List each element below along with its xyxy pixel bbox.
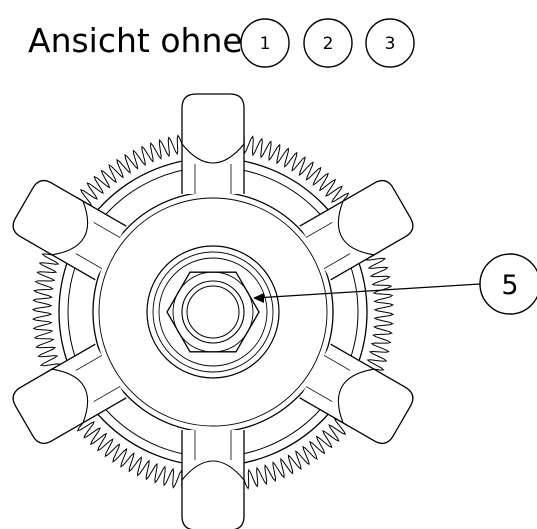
roller-face-arc — [337, 368, 375, 424]
thread-outer-circle — [181, 280, 245, 344]
flange-step-ring — [67, 166, 359, 458]
nut-washer-face — [172, 271, 254, 353]
hub-flange — [58, 157, 368, 467]
center-hub — [146, 245, 280, 379]
view-balloon-2-label: 2 — [323, 34, 334, 54]
bore-seat-ring — [158, 257, 268, 367]
roller-post — [12, 343, 127, 445]
roller-guide-line-2 — [93, 222, 121, 238]
drawing-header: Ansicht ohne 1 2 3 — [28, 18, 415, 68]
leader-line — [254, 283, 481, 299]
hub-chamfer-ring — [98, 197, 328, 427]
roller-guide-line-2 — [75, 355, 103, 371]
thread-inner-circle — [186, 285, 240, 339]
radial-arm-2 — [299, 179, 414, 281]
hub-outer-ring — [92, 191, 334, 433]
view-title: Ansicht ohne — [28, 21, 243, 60]
radial-arm-4 — [181, 430, 245, 529]
roller-face-arc — [181, 460, 245, 481]
radial-arms — [12, 93, 414, 529]
roller-guide-line-2 — [323, 253, 351, 269]
roller-guide-line-2 — [305, 386, 333, 402]
part-callout-5: 5 — [253, 253, 537, 315]
roller-face-arc — [181, 143, 245, 164]
roller-post — [299, 179, 414, 281]
roller-post — [181, 93, 245, 194]
hex-nut — [166, 271, 260, 353]
view-balloon-3: 3 — [365, 18, 415, 68]
view-balloon-3-label: 3 — [385, 34, 396, 54]
leader-arrowhead — [253, 293, 264, 303]
roller-post — [181, 430, 245, 529]
radial-arm-5 — [12, 343, 127, 445]
assembly-view — [12, 93, 414, 529]
roller-face-arc — [51, 200, 89, 256]
roller-guide-line-1 — [305, 222, 333, 238]
roller-guide-line-1 — [75, 253, 103, 269]
roller-post — [299, 343, 414, 445]
callout-balloon-label: 5 — [501, 270, 518, 301]
roller-face-arc — [51, 368, 89, 424]
roller-guide-line-1 — [93, 386, 121, 402]
view-balloon-1-label: 1 — [260, 34, 271, 54]
roller-post — [12, 179, 127, 281]
bore-outer-ring — [146, 245, 280, 379]
roller-face-arc — [337, 200, 375, 256]
view-balloon-2: 2 — [303, 18, 353, 68]
garter-spring — [31, 130, 395, 494]
callout-balloon — [479, 253, 537, 315]
flange-outer-ring — [58, 157, 368, 467]
radial-arm-1 — [181, 93, 245, 194]
bore-inner-ring — [152, 251, 274, 373]
radial-arm-3 — [299, 343, 414, 445]
view-balloon-1: 1 — [240, 18, 290, 68]
roller-guide-line-1 — [323, 355, 351, 371]
spring-coils — [31, 130, 395, 494]
radial-arm-6 — [12, 179, 127, 281]
